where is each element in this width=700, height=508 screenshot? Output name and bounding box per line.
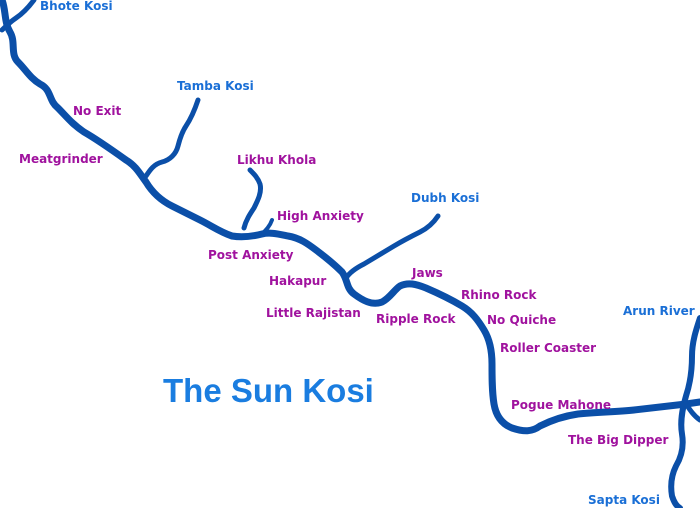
label-no-quiche: No Quiche: [487, 313, 557, 327]
label-roller-coaster: Roller Coaster: [500, 341, 597, 355]
label-bhote-kosi: Bhote Kosi: [40, 0, 113, 13]
label-pogue-mahone: Pogue Mahone: [511, 398, 611, 412]
label-no-exit: No Exit: [73, 104, 122, 118]
label-hakapur: Hakapur: [269, 274, 327, 288]
label-high-anxiety: High Anxiety: [277, 209, 364, 223]
label-arun-river: Arun River: [623, 304, 695, 318]
arun-river: [668, 315, 700, 508]
tamba-kosi-river: [143, 97, 201, 179]
label-meatgrinder: Meatgrinder: [19, 152, 103, 166]
label-ripple-rock: Ripple Rock: [376, 312, 456, 326]
label-the-big-dipper: The Big Dipper: [568, 433, 669, 447]
likhu-khola-river: [241, 167, 263, 231]
bhote-kosi-river: [0, 0, 37, 33]
arun-river-branch: [683, 401, 700, 423]
label-dubh-kosi: Dubh Kosi: [411, 191, 480, 205]
sun-kosi-river: [0, 0, 700, 435]
label-jaws: Jaws: [412, 266, 443, 280]
dubh-kosi-river: [343, 213, 441, 281]
label-post-anxiety: Post Anxiety: [208, 248, 294, 262]
label-sapta-kosi: Sapta Kosi: [588, 493, 660, 507]
label-rhino-rock: Rhino Rock: [461, 288, 537, 302]
label-likhu-khola: Likhu Khola: [237, 153, 317, 167]
label-tamba-kosi: Tamba Kosi: [177, 79, 254, 93]
map-title: The Sun Kosi: [163, 372, 374, 409]
label-little-rajistan: Little Rajistan: [266, 306, 361, 320]
likhu-khola-branch: [260, 218, 274, 236]
